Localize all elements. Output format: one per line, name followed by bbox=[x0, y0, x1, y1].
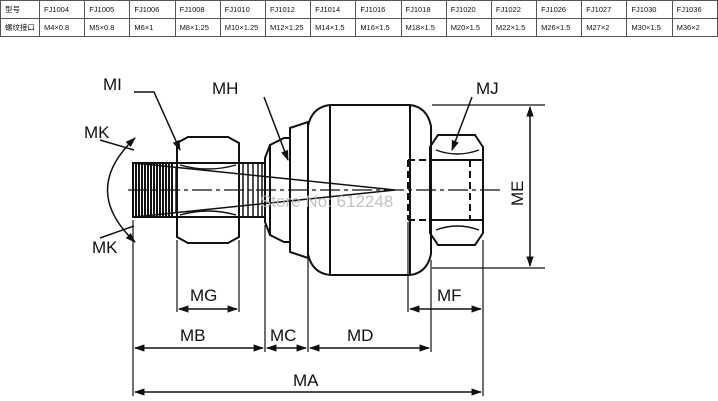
thread-cell: M20×1.5 bbox=[445, 18, 492, 37]
watermark: Store No: 612248 bbox=[260, 192, 393, 211]
thread-cell: M6×1 bbox=[129, 18, 176, 37]
thread-cell: M12×1.25 bbox=[264, 18, 312, 37]
label-mk-top: MK bbox=[84, 123, 110, 142]
thread-cell: M4×0.8 bbox=[38, 18, 86, 37]
model-cell: FJ1010 bbox=[219, 0, 266, 19]
thread-cell: M26×1.5 bbox=[536, 18, 583, 37]
thread-cell: M8×1.25 bbox=[174, 18, 221, 37]
label-mh: MH bbox=[212, 79, 238, 98]
label-me: ME bbox=[508, 181, 527, 207]
label-md: MD bbox=[347, 326, 373, 345]
thread-cell: M14×1.5 bbox=[310, 18, 357, 37]
mi-leader bbox=[134, 91, 181, 151]
thread-row-header: 螺纹接口 bbox=[0, 18, 40, 37]
thread-cell: M27×2 bbox=[581, 18, 628, 37]
model-cell: FJ1014 bbox=[310, 0, 357, 19]
model-cell: FJ1030 bbox=[626, 0, 673, 19]
angle-line-top bbox=[133, 162, 396, 191]
label-mg: MG bbox=[190, 286, 217, 305]
technical-drawing: MI MH MJ MK MK ME MG MF MB MC MD MA Stor… bbox=[84, 75, 545, 396]
model-cell: FJ1006 bbox=[129, 0, 176, 19]
thread-cell: M22×1.5 bbox=[490, 18, 538, 37]
thread-cell: M18×1.5 bbox=[400, 18, 447, 37]
thread-cell: M30×1.5 bbox=[626, 18, 673, 37]
label-mb: MB bbox=[180, 326, 206, 345]
label-ma: MA bbox=[293, 371, 319, 390]
model-cell: FJ1027 bbox=[581, 0, 628, 19]
angle-line-bottom bbox=[133, 189, 396, 218]
label-mc: MC bbox=[270, 326, 296, 345]
label-mk-bottom: MK bbox=[92, 238, 118, 257]
label-mf: MF bbox=[437, 286, 462, 305]
right-threaded-stud bbox=[407, 159, 483, 221]
label-mi: MI bbox=[103, 75, 122, 94]
model-cell: FJ1020 bbox=[445, 0, 492, 19]
mh-leader bbox=[263, 96, 289, 161]
model-cell: FJ1016 bbox=[355, 0, 402, 19]
label-mj: MJ bbox=[476, 79, 499, 98]
mj-leader bbox=[451, 96, 473, 151]
model-cell: FJ1012 bbox=[264, 0, 312, 19]
thread-cell: M16×1.5 bbox=[355, 18, 402, 37]
model-cell: FJ1004 bbox=[38, 0, 86, 19]
model-cell: FJ1008 bbox=[174, 0, 221, 19]
model-cell: FJ1005 bbox=[84, 0, 131, 19]
model-row-header: 型号 bbox=[0, 0, 40, 19]
model-cell: FJ1018 bbox=[400, 0, 447, 19]
angle-arc bbox=[106, 137, 136, 243]
model-cell: FJ1036 bbox=[671, 0, 718, 19]
thread-cell: M36×2 bbox=[671, 18, 718, 37]
mk-top-leader bbox=[99, 139, 135, 151]
model-cell: FJ1022 bbox=[490, 0, 538, 19]
mk-bottom-leader bbox=[99, 225, 135, 239]
model-cell: FJ1026 bbox=[536, 0, 583, 19]
left-hex-nut bbox=[176, 136, 240, 244]
thread-cell: M5×0.8 bbox=[84, 18, 131, 37]
thread-cell: M10×1.25 bbox=[219, 18, 266, 37]
